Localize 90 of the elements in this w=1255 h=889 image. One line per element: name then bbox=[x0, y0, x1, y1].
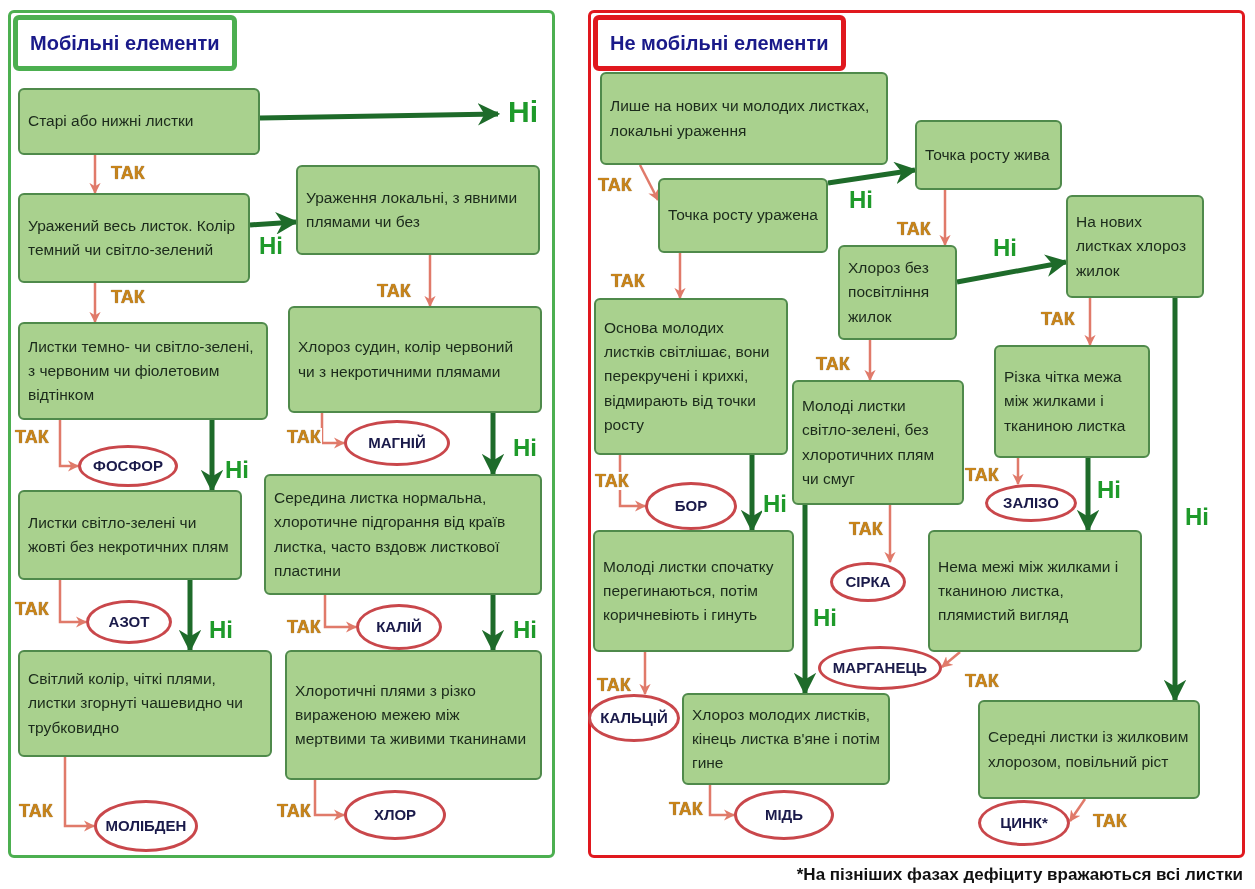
arrow bbox=[481, 595, 505, 653]
edge-label: ТАК bbox=[610, 272, 646, 290]
arrow bbox=[323, 595, 358, 633]
edge-label: ТАК bbox=[596, 676, 632, 694]
arrow bbox=[481, 413, 505, 477]
footnote: *На пізніших фазах дефіциту вражаються всі листки bbox=[796, 864, 1243, 886]
result-oval: ЗАЛІЗО bbox=[985, 484, 1077, 522]
edge-label: ТАК bbox=[848, 520, 884, 538]
panel-frame bbox=[588, 10, 1245, 858]
question-box: Уражений весь листок. Колір темний чи світло-зелений bbox=[18, 193, 250, 283]
arrow bbox=[1076, 458, 1100, 533]
result-oval: СІРКА bbox=[830, 562, 906, 602]
edge-label: ТАК bbox=[286, 618, 322, 636]
arrow bbox=[1084, 298, 1096, 347]
arrow bbox=[63, 757, 96, 832]
edge-label: ТАК bbox=[110, 164, 146, 182]
question-box: Хлороз молодих листків, кінець листка в'яне і потім гине bbox=[682, 693, 890, 785]
question-box: Нема межі між жилками і тканиною листка, плямистий вигляд bbox=[928, 530, 1142, 652]
arrow bbox=[941, 651, 961, 668]
question-box: Різка чітка межа між жилками і тканиною листка bbox=[994, 345, 1150, 458]
arrow bbox=[1068, 798, 1087, 822]
arrow bbox=[939, 190, 951, 247]
edge-label: ТАК bbox=[896, 220, 932, 238]
arrow bbox=[178, 580, 202, 653]
question-box: Хлоротичні плями з різко вираженою межею між мертвими та живими тканинами bbox=[285, 650, 542, 780]
answer-text: Ні bbox=[498, 92, 548, 132]
result-oval: БОР bbox=[645, 482, 737, 530]
question-box: Основа молодих листків світлішає, вони перекручені і крихкі, відмирають від точки росту bbox=[594, 298, 788, 455]
question-box: Старі або нижні листки bbox=[18, 88, 260, 155]
arrow bbox=[638, 164, 660, 201]
arrow bbox=[884, 505, 896, 564]
question-box: Точка росту уражена bbox=[658, 178, 828, 253]
result-oval: МІДЬ bbox=[734, 790, 834, 840]
result-oval: МОЛІБДЕН bbox=[94, 800, 198, 852]
edge-label: ТАК bbox=[594, 472, 630, 490]
arrow bbox=[793, 505, 817, 696]
arrow bbox=[58, 580, 88, 628]
arrow bbox=[313, 780, 346, 821]
arrow bbox=[708, 785, 736, 821]
result-oval: ЦИНК* bbox=[978, 800, 1070, 846]
question-box: Хлороз без посвітління жилок bbox=[838, 245, 957, 340]
arrow bbox=[58, 420, 80, 472]
result-oval: МАГНІЙ bbox=[344, 420, 450, 466]
edge-label: ТАК bbox=[276, 802, 312, 820]
panel-heading: Мобільні елементи bbox=[13, 15, 237, 71]
arrow bbox=[740, 455, 764, 533]
question-box: Молоді листки спочатку перегинаються, потім коричневіють і гинуть bbox=[593, 530, 794, 652]
arrow bbox=[864, 340, 876, 382]
panel-frame bbox=[8, 10, 555, 858]
arrow bbox=[1012, 458, 1024, 486]
edge-label: ТАК bbox=[286, 428, 322, 446]
edge-label: ТАК bbox=[815, 355, 851, 373]
result-oval: КАЛЬЦІЙ bbox=[588, 694, 680, 742]
edge-label: ТАК bbox=[110, 288, 146, 306]
question-box: Листки темно- чи світло-зелені, з червоним чи фіолетовим відтінком bbox=[18, 322, 268, 420]
question-box: Молоді листки світло-зелені, без хлоротичних плям чи смуг bbox=[792, 380, 964, 505]
question-box: Ураження локальні, з явними плямами чи без bbox=[296, 165, 540, 255]
arrow bbox=[200, 420, 224, 493]
edge-label: ТАК bbox=[597, 176, 633, 194]
result-oval: ФОСФОР bbox=[78, 445, 178, 487]
arrow bbox=[1163, 298, 1187, 703]
question-box: Середні листки із жилковим хлорозом, повільний ріст bbox=[978, 700, 1200, 799]
result-oval: АЗОТ bbox=[86, 600, 172, 644]
question-box: Листки світло-зелені чи жовті без некротичних плям bbox=[18, 490, 242, 580]
question-box: Світлий колір, чіткі плями, листки згорнуті чашевидно чи трубковидно bbox=[18, 650, 272, 757]
arrow bbox=[259, 103, 501, 126]
edge-label: ТАК bbox=[376, 282, 412, 300]
question-box: На нових листках хлороз жилок bbox=[1066, 195, 1204, 298]
panel-heading: Не мобільні елементи bbox=[593, 15, 846, 71]
arrow bbox=[424, 255, 436, 308]
result-oval: ХЛОР bbox=[344, 790, 446, 840]
question-box: Точка росту жива bbox=[915, 120, 1062, 190]
question-box: Хлороз судин, колір червоний чи з некротичними плямами bbox=[288, 306, 542, 413]
edge-label: ТАК bbox=[1092, 812, 1128, 830]
result-oval: КАЛІЙ bbox=[356, 604, 442, 650]
question-box: Середина листка нормальна, хлоротичне підгорання від країв листка, часто вздовж листкової пластини bbox=[264, 474, 542, 595]
edge-label: ТАК bbox=[964, 466, 1000, 484]
edge-label: ТАК bbox=[14, 428, 50, 446]
edge-label: ТАК bbox=[668, 800, 704, 818]
edge-label: ТАК bbox=[964, 672, 1000, 690]
arrow bbox=[89, 155, 101, 195]
edge-label: ТАК bbox=[18, 802, 54, 820]
arrow bbox=[89, 283, 101, 324]
question-box: Лише на нових чи молодих листках, локальні ураження bbox=[600, 72, 888, 165]
edge-label: ТАК bbox=[1040, 310, 1076, 328]
edge-label: ТАК bbox=[14, 600, 50, 618]
arrow bbox=[674, 253, 686, 300]
arrow bbox=[320, 413, 346, 449]
result-oval: МАРГАНЕЦЬ bbox=[818, 646, 942, 690]
arrow bbox=[639, 652, 651, 696]
